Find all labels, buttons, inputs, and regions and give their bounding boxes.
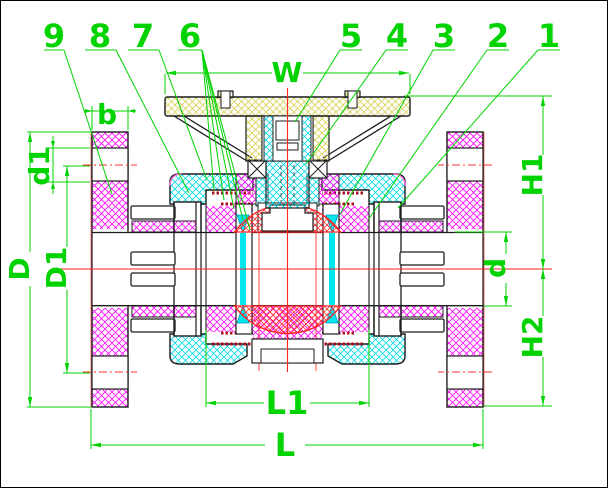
callout-3-label: 3 — [433, 17, 455, 55]
handle-notch-right — [347, 90, 358, 109]
callout-5-label: 5 — [340, 17, 362, 55]
union-nut-rib — [130, 205, 176, 220]
handle-notch-left — [220, 90, 231, 109]
union-nut-rib — [130, 318, 176, 333]
pipe-flare-top — [131, 220, 197, 233]
callout-6-label: 6 — [179, 17, 201, 55]
callout-1-label: 1 — [538, 17, 560, 55]
dim-D1-label: D1 — [40, 247, 73, 290]
dimension-arrows — [27, 70, 546, 448]
dim-d1-label: d1 — [23, 146, 56, 186]
handle-hub-left — [245, 115, 263, 162]
callout-4-label: 4 — [386, 17, 408, 55]
callout-2-label: 2 — [487, 17, 509, 55]
dim-D-label: D — [3, 257, 36, 280]
union-nut-rib-mid — [130, 251, 176, 266]
dim-d-label: d — [479, 258, 512, 278]
dim-L-label: L — [275, 426, 295, 464]
dim-W-label: W — [272, 56, 303, 89]
gland-right — [308, 159, 328, 179]
dim-L1-label: L1 — [266, 384, 309, 422]
dim-H2-label: H2 — [516, 316, 549, 359]
dim-H1-label: H1 — [516, 154, 549, 197]
callout-7-label: 7 — [132, 17, 154, 55]
callout-labels: 9 8 7 6 5 4 3 2 1 — [43, 17, 560, 55]
pipe-flare-bottom — [131, 305, 197, 318]
callout-9-label: 9 — [43, 17, 65, 55]
dim-b-label: b — [97, 98, 117, 131]
handle-hub-right — [312, 115, 330, 162]
callout-8-label: 8 — [89, 17, 111, 55]
callout-leaders — [44, 49, 560, 231]
body-corner-accent — [169, 173, 183, 187]
union-nut-rib-mid — [130, 272, 176, 287]
gland-left — [247, 159, 267, 179]
dimension-labels: W b d1 D D1 d H1 H2 L1 L — [3, 56, 549, 464]
